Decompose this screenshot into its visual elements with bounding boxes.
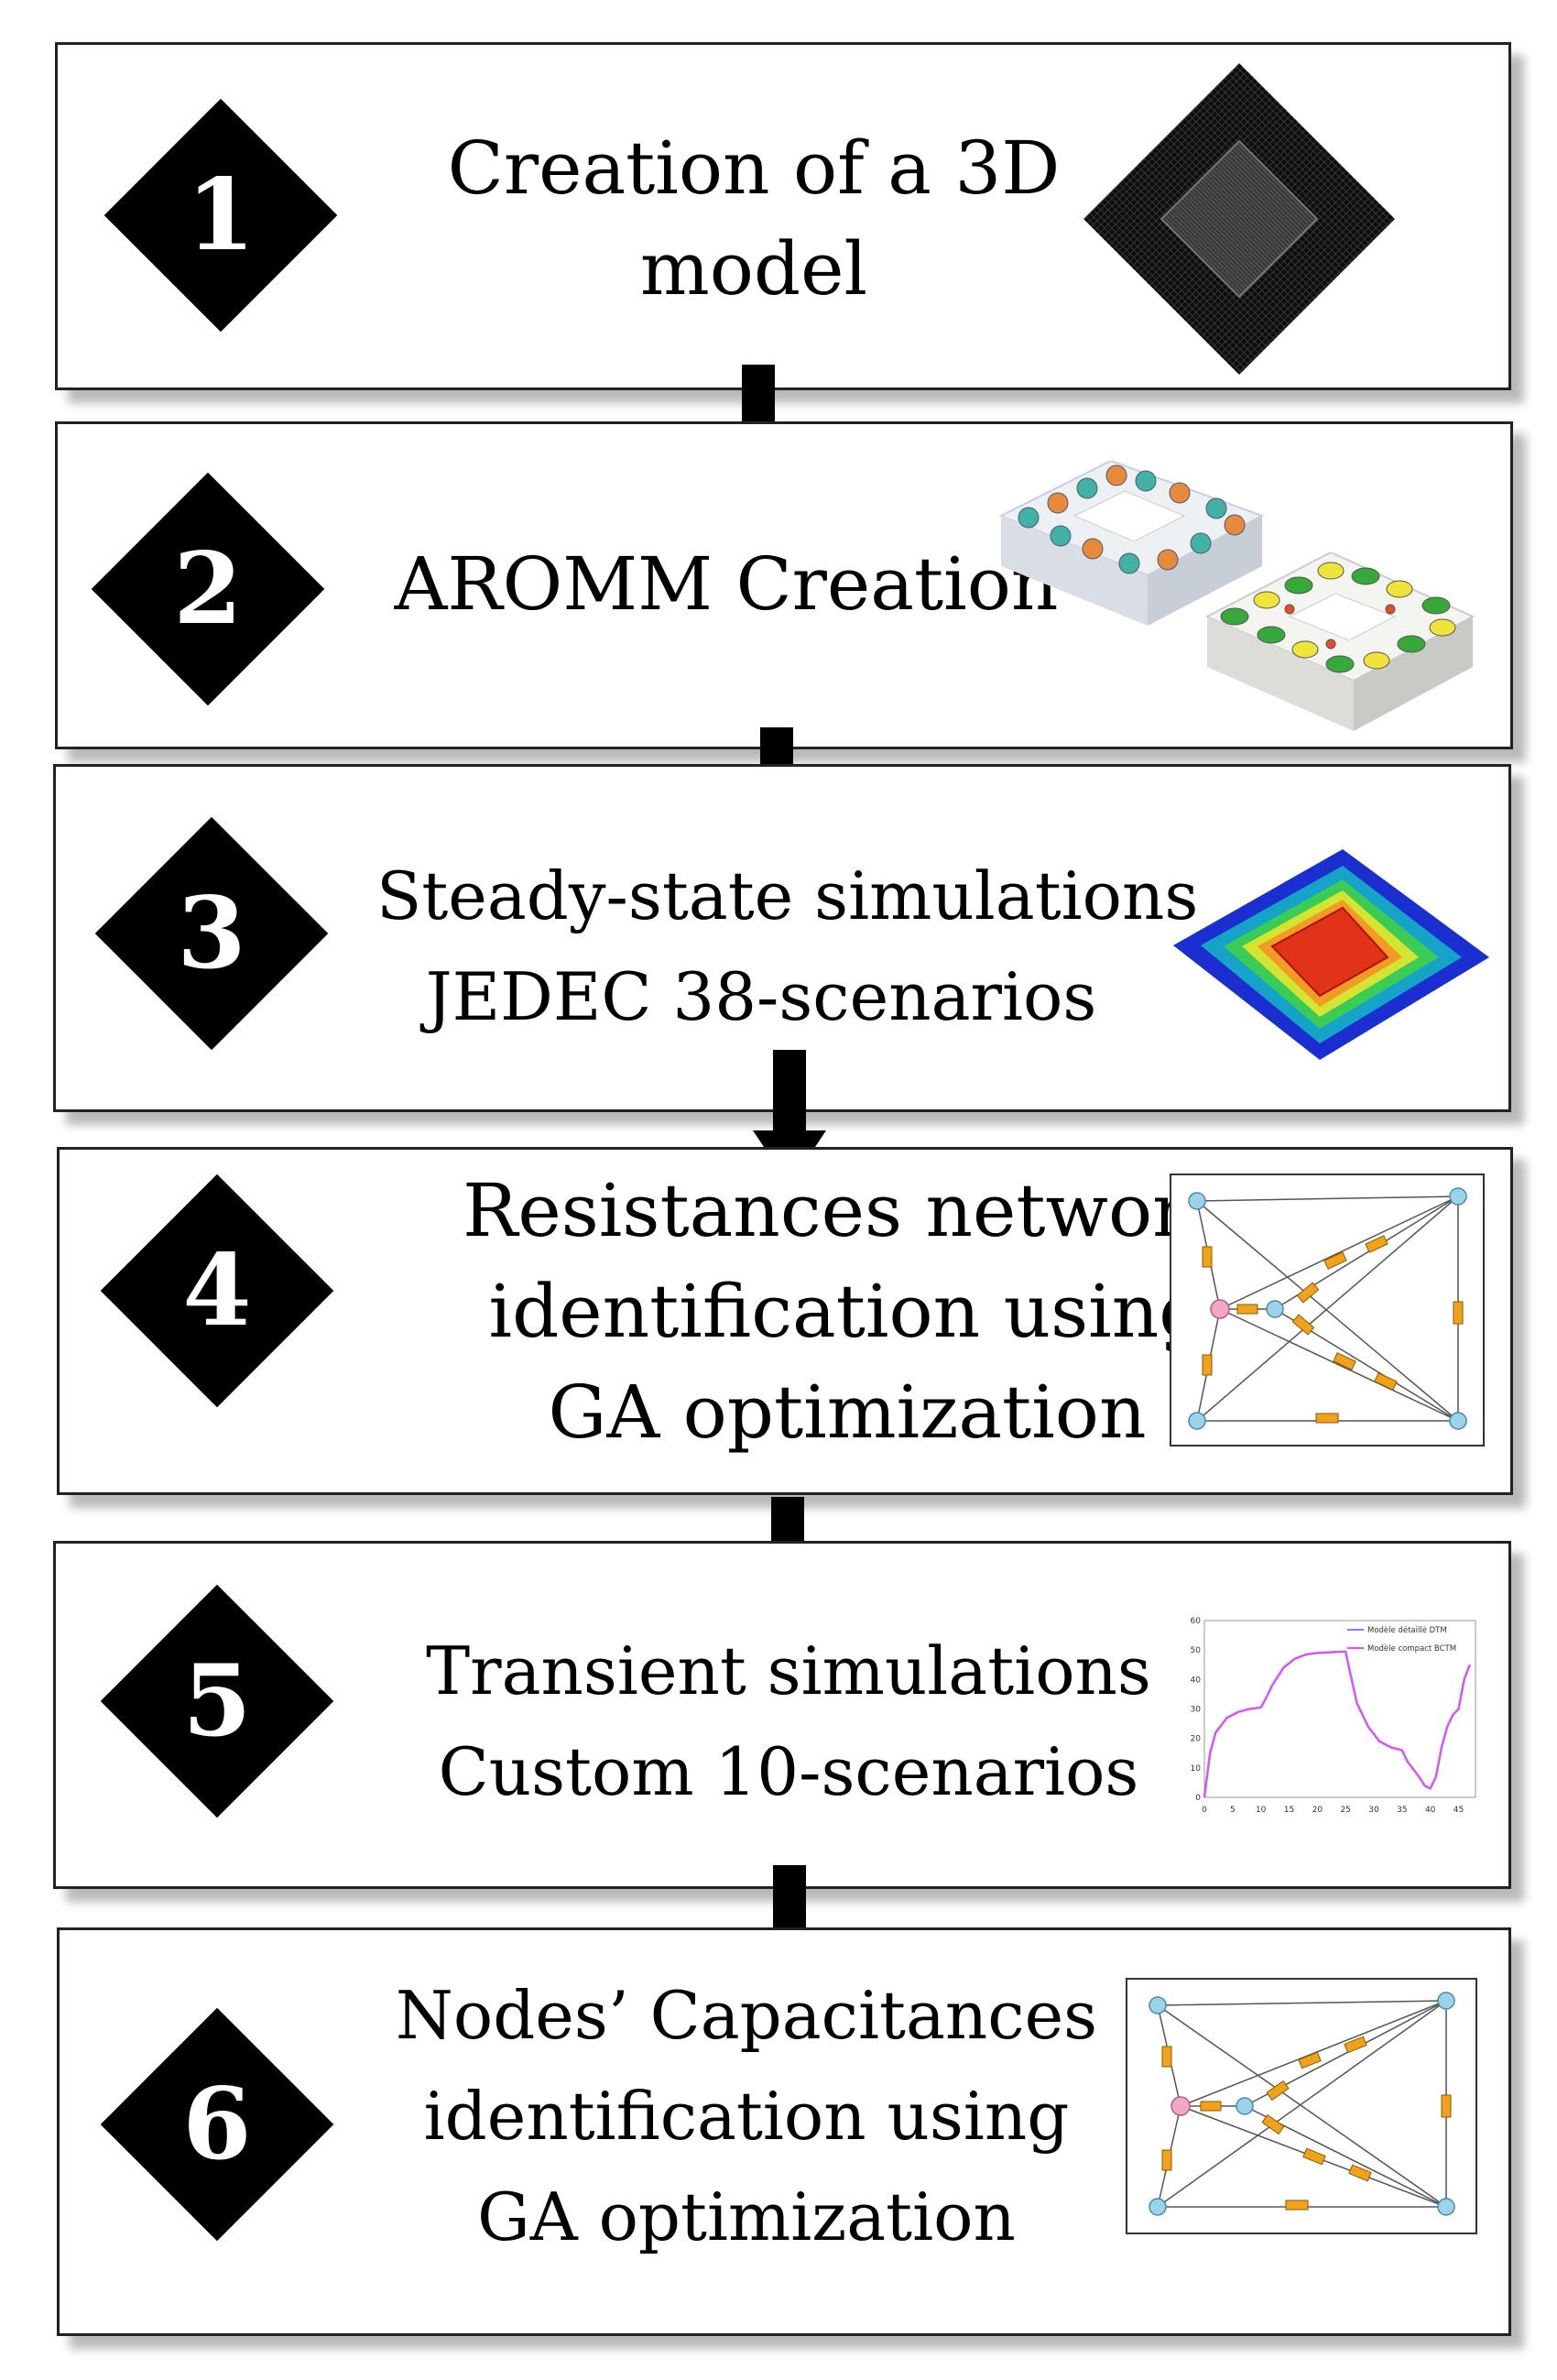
step-2-label: AROMM Creation: [360, 534, 1093, 635]
step-6-diamond: 6: [100, 2007, 334, 2242]
step-4-label-line-2: identification using: [488, 1269, 1206, 1354]
step-1-label-line-2: model: [639, 226, 868, 311]
y-tick-label: 40: [1191, 1676, 1202, 1685]
step-5-label-line-2: Custom 10-scenarios: [438, 1733, 1139, 1810]
3d-model-image: [1083, 63, 1395, 375]
step-2-box: 2 AROMM Creation: [55, 421, 1513, 749]
step-6-label-line-1: Nodes’ Capacitances: [395, 1977, 1098, 2054]
legend-label-2: Modèle compact BCTM: [1367, 1643, 1456, 1654]
step-4-diamond: 4: [100, 1174, 334, 1408]
step-3-label: Steady-state simulations JEDEC 38-scenar…: [376, 846, 1199, 1047]
step-6-label-line-3: GA optimization: [477, 2178, 1016, 2255]
x-tick-label: 25: [1340, 1806, 1350, 1815]
step-6-number: 6: [182, 2067, 252, 2182]
x-tick-label: 35: [1397, 1806, 1407, 1815]
step-4-label-line-3: GA optimization: [548, 1370, 1147, 1455]
step-1-label: Creation of a 3D model: [406, 118, 1102, 320]
y-tick-label: 10: [1191, 1764, 1202, 1774]
series-line-2: [1203, 1650, 1471, 1798]
step-4-number: 4: [182, 1233, 252, 1348]
aromm-image-2: [1204, 552, 1475, 731]
step-6-label-line-2: identification using: [423, 2078, 1070, 2155]
step-1-label-line-1: Creation of a 3D: [447, 126, 1061, 211]
step-4-label: Resistances network identification using…: [426, 1161, 1268, 1463]
y-tick-label: 60: [1191, 1617, 1202, 1626]
x-tick-label: 45: [1454, 1806, 1464, 1815]
step-2-label-line-1: AROMM Creation: [394, 541, 1059, 627]
step-5-diamond: 5: [100, 1584, 334, 1818]
transient-chart: 0 5 10 15 20 25 30 35 40 45 0 10 20 30 40 50 60 Modèle d…: [1191, 1617, 1476, 1815]
x-tick-label: 5: [1230, 1806, 1236, 1815]
step-1-number: 1: [186, 158, 256, 273]
x-tick-label: 20: [1312, 1806, 1323, 1815]
step-3-label-line-1: Steady-state simulations: [376, 857, 1199, 934]
step-6-label: Nodes’ Capacitances identification using…: [371, 1965, 1122, 2267]
thermal-map-image: [1173, 849, 1489, 1060]
step-5-number: 5: [182, 1643, 252, 1759]
step-3-diamond: 3: [94, 816, 329, 1051]
step-2-number: 2: [173, 531, 243, 647]
step-6-box: 6 Nodes’ Capacitances identification usi…: [57, 1927, 1511, 2336]
step-1-box: 1 Creation of a 3D model: [55, 42, 1511, 390]
step-3-number: 3: [177, 876, 246, 991]
resistance-network-image: [1170, 1174, 1485, 1447]
x-tick-label: 15: [1284, 1806, 1294, 1815]
x-tick-label: 30: [1368, 1806, 1379, 1815]
step-5-box: 5 Transient simulations Custom 10-scenar…: [53, 1541, 1511, 1889]
y-tick-label: 30: [1191, 1706, 1202, 1715]
capacitance-network-image: [1126, 1978, 1477, 2234]
x-tick-label: 40: [1425, 1806, 1436, 1815]
y-tick-label: 50: [1191, 1646, 1202, 1655]
legend-label-1: Modèle détaillé DTM: [1367, 1625, 1447, 1635]
step-5-label: Transient simulations Custom 10-scenario…: [422, 1621, 1155, 1822]
step-2-diamond: 2: [91, 472, 325, 706]
y-tick-label: 20: [1191, 1735, 1202, 1744]
aromm-image-1: [998, 461, 1265, 626]
x-tick-label: 0: [1202, 1806, 1207, 1815]
step-4-label-line-1: Resistances network: [463, 1168, 1232, 1253]
step-5-label-line-1: Transient simulations: [426, 1632, 1151, 1709]
y-tick-label: 0: [1195, 1794, 1201, 1803]
step-4-box: 4 Resistances network identification usi…: [57, 1147, 1513, 1495]
step-3-label-line-2: JEDEC 38-scenarios: [425, 958, 1097, 1035]
step-1-diamond: 1: [103, 98, 338, 333]
x-tick-label: 10: [1256, 1806, 1267, 1815]
